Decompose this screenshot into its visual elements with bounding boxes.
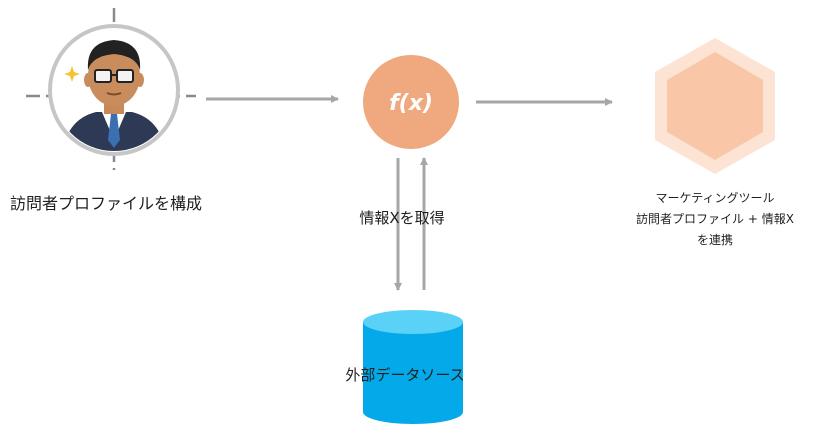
hexagon-icon [655, 38, 775, 174]
function-label: f(x) [389, 90, 433, 116]
database-icon [363, 310, 463, 424]
tool-caption-line-3: を連携 [696, 233, 733, 247]
visitor-target-icon [26, 8, 196, 170]
sparkle-icon [64, 66, 80, 82]
function-circle [363, 55, 459, 149]
database-caption: 外部データソース [345, 366, 465, 384]
visitor-caption: 訪問者プロファイルを構成 [10, 194, 203, 213]
tool-caption-line-1: マーケティングツール [655, 191, 775, 205]
marketing-tool-caption: マーケティングツール 訪問者プロファイル + 情報X を連携 [620, 188, 810, 251]
exchange-caption: 情報Xを取得 [359, 209, 445, 227]
tool-caption-line-2: 訪問者プロファイル + 情報X [636, 212, 794, 226]
